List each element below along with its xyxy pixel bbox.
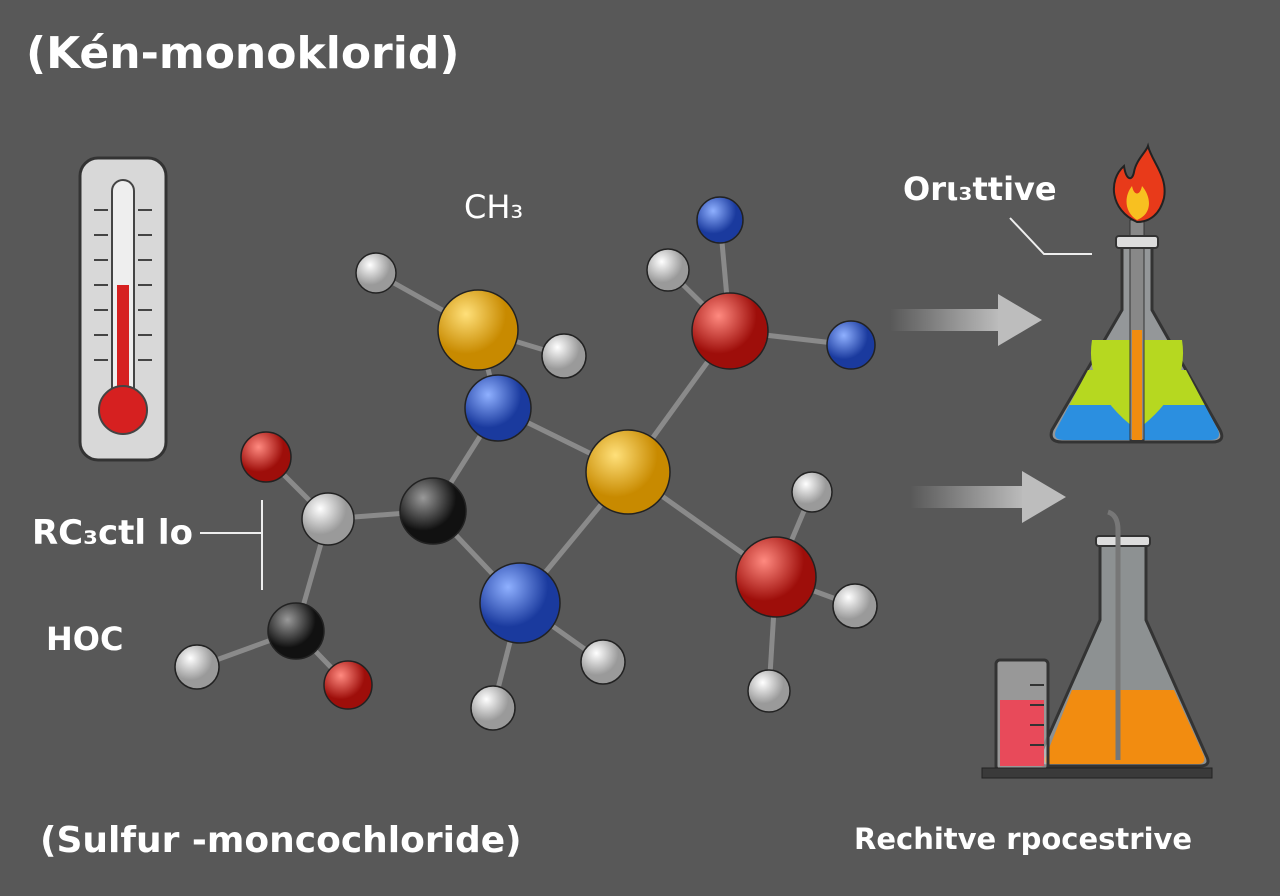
hydrogen-atom (470, 685, 516, 731)
title: (Kén-monoklorid) (26, 28, 460, 79)
carbon-atom (399, 477, 467, 545)
hydrogen-atom (301, 492, 355, 546)
nitrogen-atom (464, 374, 532, 442)
hydrogen-atom (580, 639, 626, 685)
flask-with-orange-liquid-icon (1037, 509, 1210, 768)
thermometer-icon (78, 156, 168, 462)
oxidative-label: Orι₃ttive (903, 170, 1057, 208)
label-leader-lines (200, 217, 1092, 590)
sulfur-atom (437, 289, 519, 371)
hydrogen-atom (541, 333, 587, 379)
oxygen-atom (240, 431, 292, 483)
hydrogen-atom (174, 644, 220, 690)
oxygen-atom (323, 660, 373, 710)
process-label: Rechitve rpocestrive (854, 822, 1193, 856)
carbon-atom (267, 602, 325, 660)
ch3-label: CH₃ (464, 188, 524, 226)
hydrogen-atom (791, 471, 833, 513)
oxygen-atom (735, 536, 817, 618)
sulfur-atom (585, 429, 671, 515)
hydrogen-atom (832, 583, 878, 629)
hoc-label: HOC (46, 620, 124, 658)
hydrogen-atom (747, 669, 791, 713)
lab-bench-shelf (981, 767, 1213, 779)
rc-label: RC₃ctl lo (32, 513, 193, 553)
arrow-right-icon (890, 294, 1042, 346)
oxygen-atom (691, 292, 769, 370)
hydrogen-atom (646, 248, 690, 292)
hydrogen-atom (355, 252, 397, 294)
test-tube-icon (994, 658, 1050, 772)
nitrogen-atom (479, 562, 561, 644)
nitrogen-atom (696, 196, 744, 244)
nitrogen-atom (826, 320, 876, 370)
flask-with-flame-icon (1049, 142, 1224, 444)
subtitle: (Sulfur -moncochloride) (40, 820, 522, 861)
arrow-right-icon (910, 471, 1066, 523)
